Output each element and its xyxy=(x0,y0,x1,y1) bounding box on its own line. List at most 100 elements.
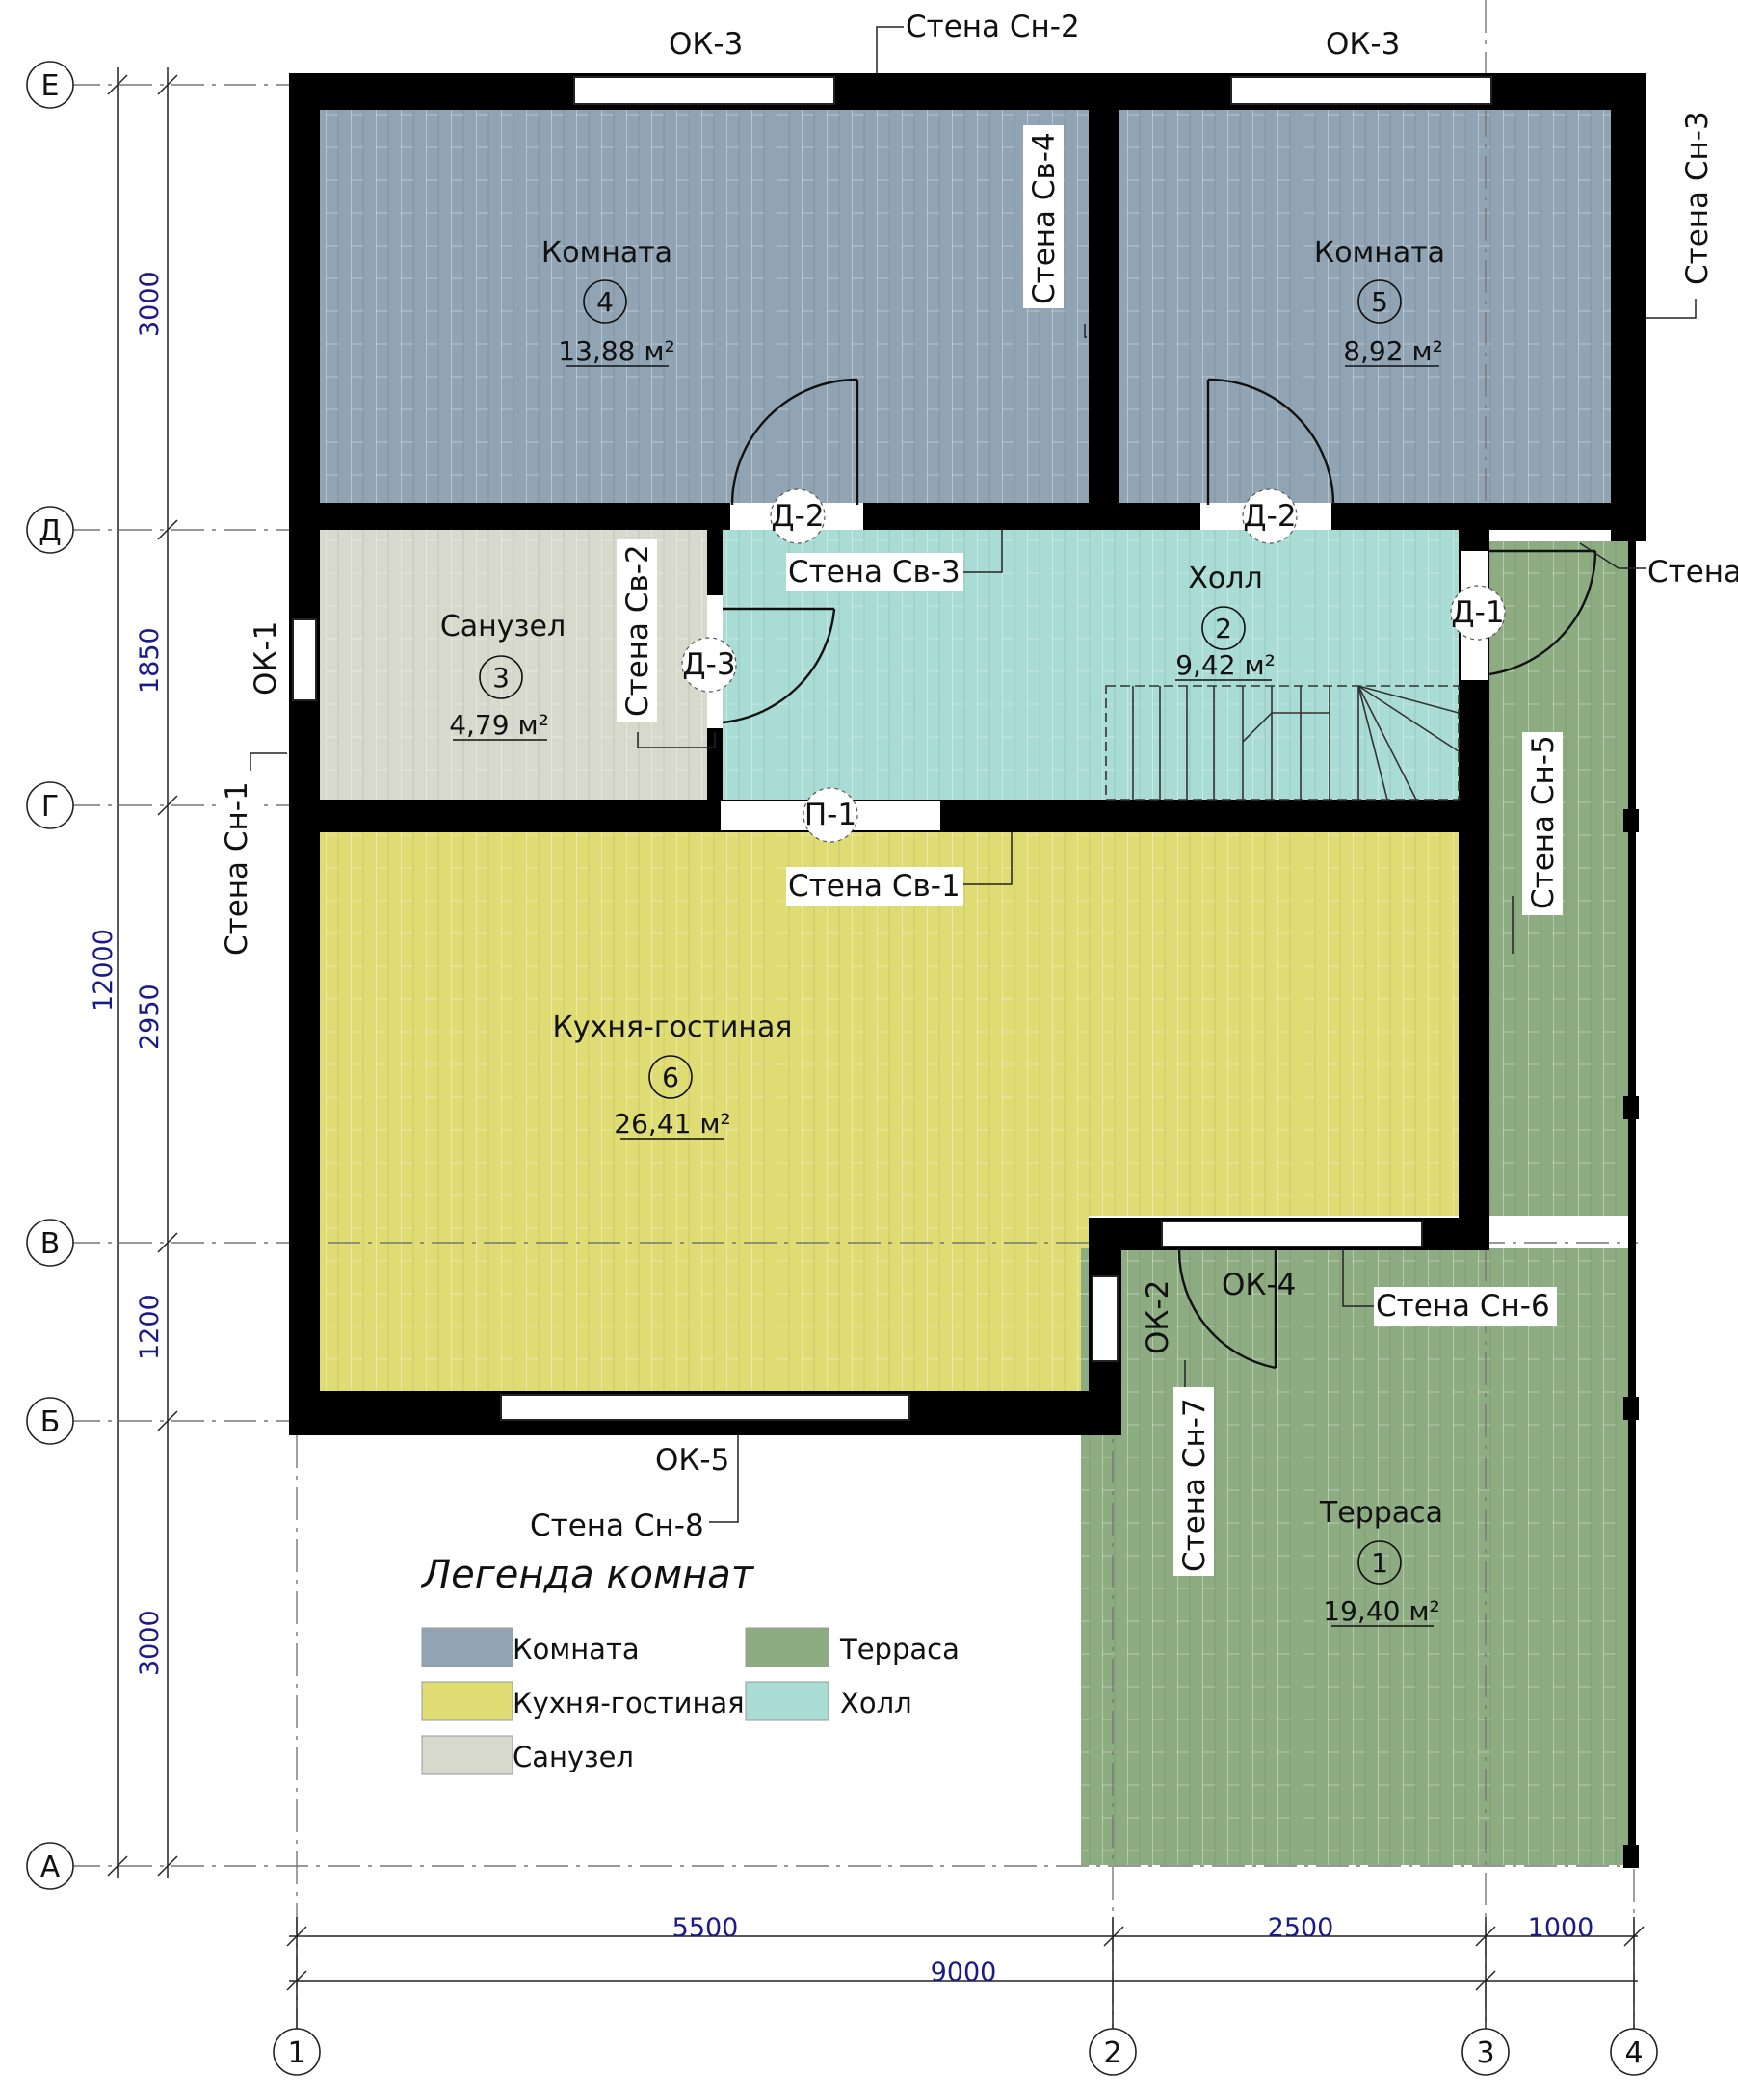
door-swings xyxy=(722,378,1597,1370)
svg-text:Д-3: Д-3 xyxy=(682,647,735,682)
svg-text:5500: 5500 xyxy=(672,1913,739,1943)
legend-swatch-terrace xyxy=(745,1627,830,1667)
window-ok5 xyxy=(500,1394,910,1421)
svg-text:9,42 м²: 9,42 м² xyxy=(1175,649,1276,681)
svg-text:3000: 3000 xyxy=(135,1610,165,1676)
svg-text:4,79 м²: 4,79 м² xyxy=(449,709,549,741)
wall-sv4 xyxy=(1089,108,1119,505)
svg-text:6: 6 xyxy=(662,1062,679,1093)
svg-text:1: 1 xyxy=(287,2036,305,2070)
wall-tag-sn3: Стена Сн-3 xyxy=(1680,111,1715,285)
svg-text:1: 1 xyxy=(1371,1547,1388,1579)
svg-text:13,88 м²: 13,88 м² xyxy=(558,335,674,367)
svg-text:2: 2 xyxy=(1215,613,1232,644)
legend-swatch-kitchen xyxy=(421,1681,514,1721)
svg-text:4: 4 xyxy=(596,286,614,318)
wall-tag-sn7: Стена Сн-7 xyxy=(1177,1398,1212,1572)
svg-text:Терраса: Терраса xyxy=(1319,1496,1443,1530)
wall-tags: Стена Сн-2 Стена Св-4 Стена Сн-3 Стена С… xyxy=(216,10,1738,1576)
opening-ok3-left: ОК-3 xyxy=(669,27,743,62)
room-5-label: Комната 5 8,92 м² xyxy=(1314,236,1445,367)
legend-title: Легенда комнат xyxy=(420,1553,755,1597)
svg-text:Санузел: Санузел xyxy=(513,1741,634,1773)
floor-hatching xyxy=(318,108,1634,1865)
svg-text:Д-1: Д-1 xyxy=(1451,595,1504,630)
svg-text:1200: 1200 xyxy=(135,1294,165,1360)
legend-swatch-room xyxy=(421,1627,514,1667)
leader-lines xyxy=(250,26,1697,1523)
wall-sv3 xyxy=(318,503,1646,530)
room-6-label: Кухня-гостиная 6 26,41 м² xyxy=(553,1011,793,1140)
wall-left xyxy=(289,73,320,1435)
svg-text:5: 5 xyxy=(1371,286,1388,318)
dimension-values: 3000 1850 2950 1200 3000 12000 5500 2500… xyxy=(89,271,1593,1987)
svg-text:Холл: Холл xyxy=(1188,562,1262,595)
svg-text:Б: Б xyxy=(40,1405,61,1439)
svg-text:Д-2: Д-2 xyxy=(771,499,824,534)
svg-text:12000: 12000 xyxy=(89,929,118,1011)
svg-text:3: 3 xyxy=(492,662,510,694)
svg-text:Е: Е xyxy=(41,69,60,103)
window-ok3-right xyxy=(1230,76,1492,105)
opening-ok2: ОК-2 xyxy=(1141,1280,1175,1354)
svg-text:3: 3 xyxy=(1476,2036,1494,2070)
svg-text:1000: 1000 xyxy=(1528,1913,1594,1943)
room-2-label: Холл 2 9,42 м² xyxy=(1175,562,1276,681)
wall-tag-sn6: Стена Сн-6 xyxy=(1376,1289,1550,1324)
wall-right-upper xyxy=(1611,73,1646,541)
opening-ok1: ОК-1 xyxy=(249,621,283,696)
svg-text:19,40 м²: 19,40 м² xyxy=(1323,1595,1439,1627)
svg-text:8,92 м²: 8,92 м² xyxy=(1343,335,1443,367)
svg-text:Г: Г xyxy=(41,790,59,824)
svg-text:Кухня-гостиная: Кухня-гостиная xyxy=(513,1687,745,1719)
opening-ok3-right: ОК-3 xyxy=(1326,27,1400,62)
window-ok3-left xyxy=(573,76,835,105)
opening-ok4: ОК-4 xyxy=(1222,1268,1296,1302)
door-markers: Д-2 Д-2 Д-3 Д-1 П-1 xyxy=(681,488,1506,843)
svg-text:Комната: Комната xyxy=(513,1633,640,1666)
svg-text:П-1: П-1 xyxy=(804,798,856,832)
wall-tag-sn1: Стена Сн-1 xyxy=(220,781,254,956)
svg-text:Д-2: Д-2 xyxy=(1243,499,1296,534)
svg-text:А: А xyxy=(40,1851,61,1884)
svg-text:Холл: Холл xyxy=(840,1687,912,1719)
svg-text:Д: Д xyxy=(39,514,61,548)
svg-text:Комната: Комната xyxy=(1314,236,1445,270)
wall-tag-sv4: Стена Св-4 xyxy=(1027,132,1062,304)
svg-text:9000: 9000 xyxy=(931,1957,997,1987)
svg-text:В: В xyxy=(40,1227,61,1261)
wall-tag-sn5: Стена Сн-5 xyxy=(1526,735,1561,909)
svg-text:Терраса: Терраса xyxy=(839,1633,960,1666)
svg-text:3000: 3000 xyxy=(135,271,165,337)
svg-text:Санузел: Санузел xyxy=(440,610,566,643)
window-ok2 xyxy=(1092,1275,1119,1362)
wall-tag-sv1: Стена Св-1 xyxy=(788,869,961,904)
room-4-label: Комната 4 13,88 м² xyxy=(541,236,675,367)
wall-tag-sn2: Стена Сн-2 xyxy=(906,10,1080,44)
room-3-label: Санузел 3 4,79 м² xyxy=(440,610,566,741)
terrace-edge xyxy=(1628,541,1636,1867)
svg-text:2: 2 xyxy=(1103,2036,1121,2070)
room-labels: Комната 4 13,88 м² Комната 5 8,92 м² Сан… xyxy=(440,236,1445,1627)
staircase xyxy=(1105,685,1460,801)
room-1-label: Терраса 1 19,40 м² xyxy=(1319,1496,1443,1627)
wall-tag-sn8: Стена Сн-8 xyxy=(530,1509,704,1543)
axis-labels: Е Д Г В Б А 1 2 3 4 xyxy=(39,69,1643,2070)
room-legend: Легенда комнат Комната Терраса Кухня-гос… xyxy=(420,1553,960,1775)
opening-ok5: ОК-5 xyxy=(655,1443,729,1478)
svg-text:26,41 м²: 26,41 м² xyxy=(614,1108,730,1140)
wall-tag-sv2: Стена Св-2 xyxy=(620,544,655,717)
axis-markers xyxy=(26,61,1658,2076)
legend-swatch-bathroom xyxy=(421,1735,514,1775)
dimension-lines xyxy=(107,67,1645,2042)
svg-text:4: 4 xyxy=(1624,2036,1643,2070)
window-ok1 xyxy=(292,618,317,701)
svg-text:1850: 1850 xyxy=(135,627,165,694)
svg-text:Кухня-гостиная: Кухня-гостиная xyxy=(553,1011,793,1044)
svg-text:2950: 2950 xyxy=(135,984,165,1050)
wall-tag-terrace: Стена xyxy=(1647,555,1738,590)
legend-swatch-hall xyxy=(745,1681,830,1721)
svg-text:Комната: Комната xyxy=(541,236,672,270)
wall-tag-sv3: Стена Св-3 xyxy=(788,555,961,590)
